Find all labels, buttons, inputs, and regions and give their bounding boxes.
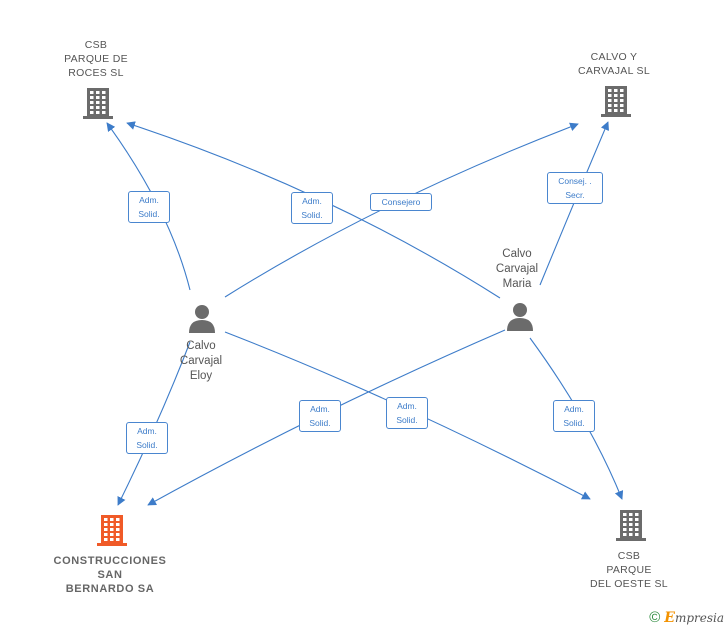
calvo-carvajal-building-icon[interactable]	[601, 86, 631, 117]
empresia-footer: © Empresia	[649, 609, 724, 626]
edge-badge-maria-csb-roces: Adm. Solid.	[291, 192, 333, 224]
node-label-csb-roces[interactable]: CSB PARQUE DE ROCES SL	[64, 39, 128, 79]
node-label-csb-oeste[interactable]: CSB PARQUE DEL OESTE SL	[590, 550, 668, 590]
node-label-eloy[interactable]: Calvo Carvajal Eloy	[179, 340, 223, 382]
edge-eloy-to-construcciones	[117, 341, 191, 506]
edge-badge-eloy-calvo-carvajal: Consejero	[370, 193, 432, 211]
eloy-person-icon[interactable]	[189, 305, 215, 333]
empresia-logo[interactable]: Empresia	[664, 609, 724, 626]
maria-person-icon[interactable]	[507, 303, 533, 331]
node-label-maria[interactable]: Calvo Carvajal Maria	[495, 248, 539, 290]
edge-badge-maria-csb-oeste: Adm. Solid.	[553, 400, 595, 432]
edge-badge-eloy-construcciones: Adm. Solid.	[126, 422, 168, 454]
node-label-calvo-carvajal-sl[interactable]: CALVO Y CARVAJAL SL	[578, 51, 650, 77]
edge-badge-maria-construcciones: Adm. Solid.	[299, 400, 341, 432]
node-label-construcciones[interactable]: CONSTRUCCIONES SAN BERNARDO SA	[53, 555, 167, 595]
edge-badge-eloy-csb-oeste: Adm. Solid.	[386, 397, 428, 429]
construcciones-building-icon[interactable]	[97, 515, 127, 546]
csb-roces-building-icon[interactable]	[83, 88, 113, 119]
copyright-icon: ©	[649, 609, 661, 626]
csb-oeste-building-icon[interactable]	[616, 510, 646, 541]
edge-badge-eloy-csb-roces: Adm. Solid.	[128, 191, 170, 223]
edge-badge-maria-calvo-carvajal: Consej. . Secr.	[547, 172, 603, 204]
